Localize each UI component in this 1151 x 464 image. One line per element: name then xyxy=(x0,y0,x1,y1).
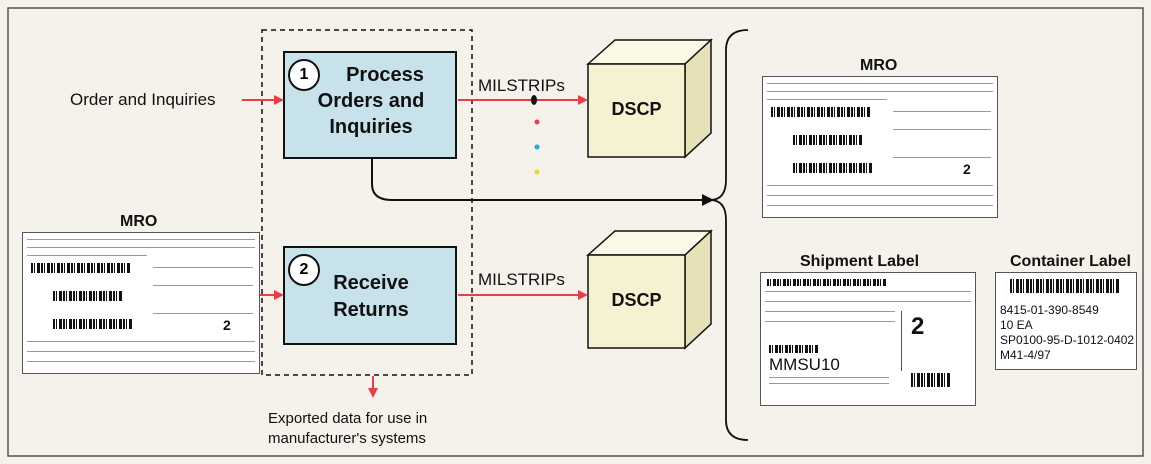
container-label-line-3: SP0100-95-D-1012-0402 xyxy=(1000,333,1135,347)
arrow-process1-to-documents xyxy=(371,158,714,206)
process-1-title-line1: Process xyxy=(346,64,424,86)
shipment-label-title: Shipment Label xyxy=(800,253,920,270)
exported-data-label-line2: manufacturer's systems xyxy=(268,430,426,447)
milstrips-bottom-label: MILSTRIPs xyxy=(478,270,565,289)
cube-bottom xyxy=(586,229,713,350)
mro-right-digit: 2 xyxy=(963,161,971,177)
documents-brace xyxy=(709,29,749,441)
exported-data-label-line1: Exported data for use in xyxy=(268,410,428,427)
cube-top xyxy=(586,38,713,159)
container-label-line-4: M41-4/97 xyxy=(1000,348,1051,362)
process-2-number-badge: 2 xyxy=(288,254,320,286)
mro-left-document: 2 xyxy=(22,232,260,374)
shipment-label-document: 2 MMSU10 xyxy=(760,272,976,406)
registration-dot-cyan xyxy=(534,144,540,150)
container-label-line-1: 8415-01-390-8549 xyxy=(1000,303,1099,317)
outer-frame xyxy=(7,7,1144,457)
registration-dot-black xyxy=(531,95,537,105)
process-1-title-line2: Orders and xyxy=(317,90,425,112)
process-1-title-line3: Inquiries xyxy=(329,116,413,138)
orders-inquiries-label: Order and Inquiries xyxy=(70,90,216,109)
container-label-title: Container Label xyxy=(1010,253,1131,270)
mro-left-title: MRO xyxy=(120,213,158,230)
process-2-title-line2: Returns xyxy=(333,299,409,321)
registration-dot-yellow xyxy=(534,169,540,175)
dashed-group-border xyxy=(261,29,473,376)
mro-left-digit: 2 xyxy=(223,317,231,333)
registration-dot-magenta xyxy=(534,119,540,125)
dscp-top-label: DSCP xyxy=(611,99,662,119)
process-2-title-line1: Receive xyxy=(333,272,409,294)
container-label-line-2: 10 EA xyxy=(1000,318,1033,332)
container-label-document: 8415-01-390-8549 10 EA SP0100-95-D-1012-… xyxy=(995,272,1137,370)
dscp-bottom-label: DSCP xyxy=(611,290,662,310)
mro-right-title: MRO xyxy=(860,57,898,74)
shipment-label-digit: 2 xyxy=(911,313,925,340)
shipment-label-big-text: MMSU10 xyxy=(769,355,840,374)
process-1-number-badge: 1 xyxy=(288,59,320,91)
mro-right-document: 2 xyxy=(762,76,998,218)
milstrips-top-label: MILSTRIPs xyxy=(478,76,565,95)
